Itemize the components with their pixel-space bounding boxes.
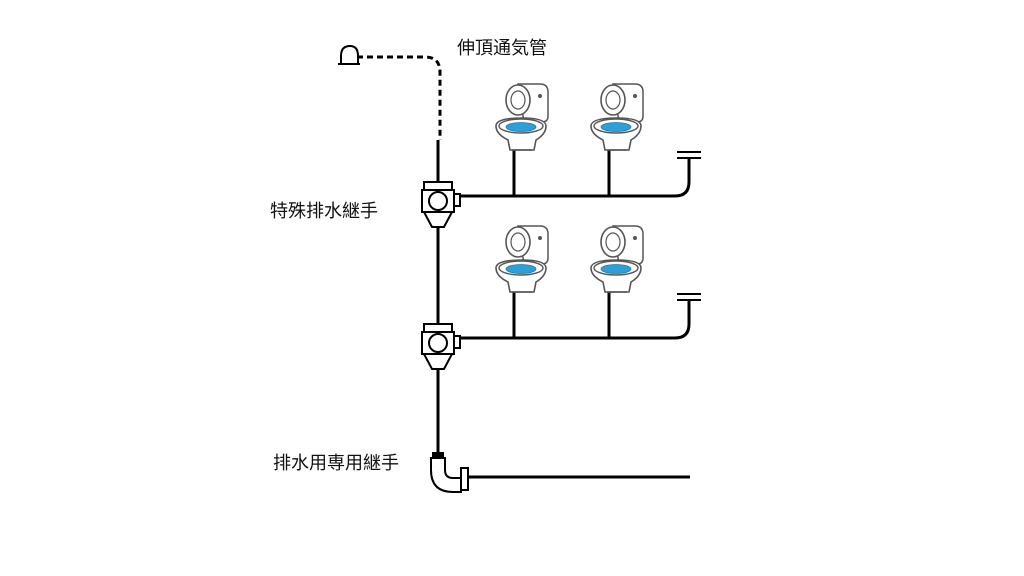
- drain-elbow-fitting: [430, 452, 469, 493]
- upper-branch-pipe: [455, 162, 691, 198]
- vent-cap-icon: [338, 44, 360, 65]
- toilet-icon: [495, 83, 549, 151]
- toilet-icon: [590, 225, 644, 293]
- floor-drain-icon: [675, 292, 703, 310]
- toilet-icon: [495, 225, 549, 293]
- vent-pipe-label: 伸頂通気管: [457, 38, 547, 59]
- floor-drain-icon: [675, 150, 703, 168]
- drain-fitting-label: 排水用専用継手: [273, 453, 399, 474]
- special-fitting-lower: [421, 323, 461, 370]
- toilet-icon: [590, 83, 644, 151]
- lower-branch-pipe: [455, 304, 691, 340]
- special-fitting-label: 特殊排水継手: [270, 201, 378, 222]
- special-fitting-upper: [421, 181, 461, 228]
- vent-pipe: [357, 55, 442, 140]
